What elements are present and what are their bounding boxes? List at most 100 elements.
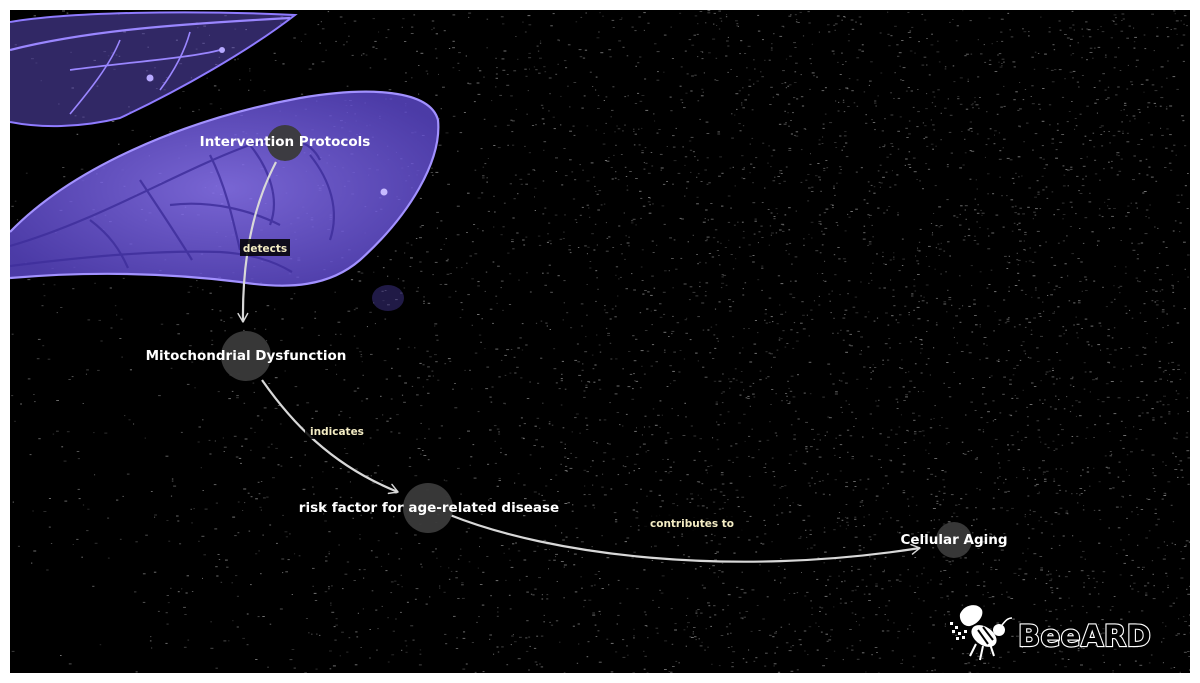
speckle [1033,317,1036,319]
speckle [1187,483,1190,485]
speckle [990,566,993,568]
speckle [555,73,558,75]
speckle [818,143,821,145]
speckle [681,535,684,537]
speckle [603,203,606,205]
speckle [474,253,478,255]
speckle [1155,180,1158,182]
speckle [43,511,47,512]
speckle [967,450,970,452]
speckle [643,12,646,14]
speckle [935,145,937,147]
speckle [342,44,345,46]
speckle [1062,185,1066,187]
speckle [652,408,655,410]
speckle [615,266,619,268]
speckle [1016,477,1018,479]
speckle [1005,478,1007,480]
speckle [757,332,759,334]
speckle [926,331,928,332]
speckle [1102,632,1105,634]
speckle [844,602,847,604]
speckle [1095,644,1098,646]
speckle [825,585,827,587]
speckle [1030,329,1033,331]
speckle [312,63,315,65]
speckle [948,131,952,133]
speckle [1162,622,1164,624]
speckle [858,49,862,51]
speckle [1119,70,1122,71]
speckle [452,67,455,69]
speckle [542,213,545,215]
speckle [274,308,276,310]
speckle [1181,194,1183,196]
speckle [396,511,399,513]
speckle [548,110,550,112]
speckle [636,502,638,504]
speckle [224,330,226,332]
speckle [843,546,846,548]
speckle [423,455,427,456]
speckle [581,369,584,371]
speckle [855,621,857,622]
speckle [1080,570,1084,572]
speckle [334,639,337,641]
speckle [201,535,205,537]
speckle [1008,255,1010,257]
speckle [1112,670,1114,672]
speckle [742,658,745,660]
node-risk-factor[interactable]: risk factor for age-related disease [299,483,559,533]
speckle [721,571,724,573]
speckle [347,310,351,312]
speckle [893,305,896,307]
speckle [615,358,618,360]
speckle [1105,54,1107,56]
speckle [1058,597,1062,599]
speckle [491,386,494,388]
speckle [1157,227,1159,229]
speckle [534,661,538,663]
speckle [962,164,965,166]
speckle [931,657,935,659]
speckle [809,163,812,165]
speckle [99,644,102,646]
speckle [1129,585,1131,587]
node-mitochondrial-dysfunction[interactable]: Mitochondrial Dysfunction [146,331,347,381]
speckle [916,520,919,522]
speckle [1085,175,1087,177]
speckle [986,228,989,230]
speckle [844,580,846,582]
speckle [1177,47,1179,49]
speckle [1009,159,1013,161]
speckle [604,305,606,307]
speckle [824,551,827,553]
speckle [1066,235,1068,237]
speckle [806,314,808,316]
speckle [1113,366,1116,368]
speckle [647,22,650,24]
speckle [887,11,889,13]
speckle [997,477,999,479]
speckle [550,243,552,245]
node-cellular-aging[interactable]: Cellular Aging [900,522,1008,558]
speckle [1050,547,1053,549]
speckle [509,273,512,275]
speckle [998,462,1000,464]
speckle [660,561,664,563]
speckle [807,548,809,550]
speckle [421,566,423,568]
speckle [548,240,552,242]
speckle [987,592,989,593]
speckle [637,529,640,531]
speckle [1018,222,1021,224]
speckle [187,291,191,293]
node-intervention-protocols[interactable]: Intervention Protocols [200,125,371,161]
speckle [1177,413,1179,415]
speckle [1013,572,1017,574]
speckle [754,320,757,321]
speckle [1038,467,1041,469]
speckle [1110,167,1113,169]
speckle [684,156,688,158]
speckle [539,42,542,44]
